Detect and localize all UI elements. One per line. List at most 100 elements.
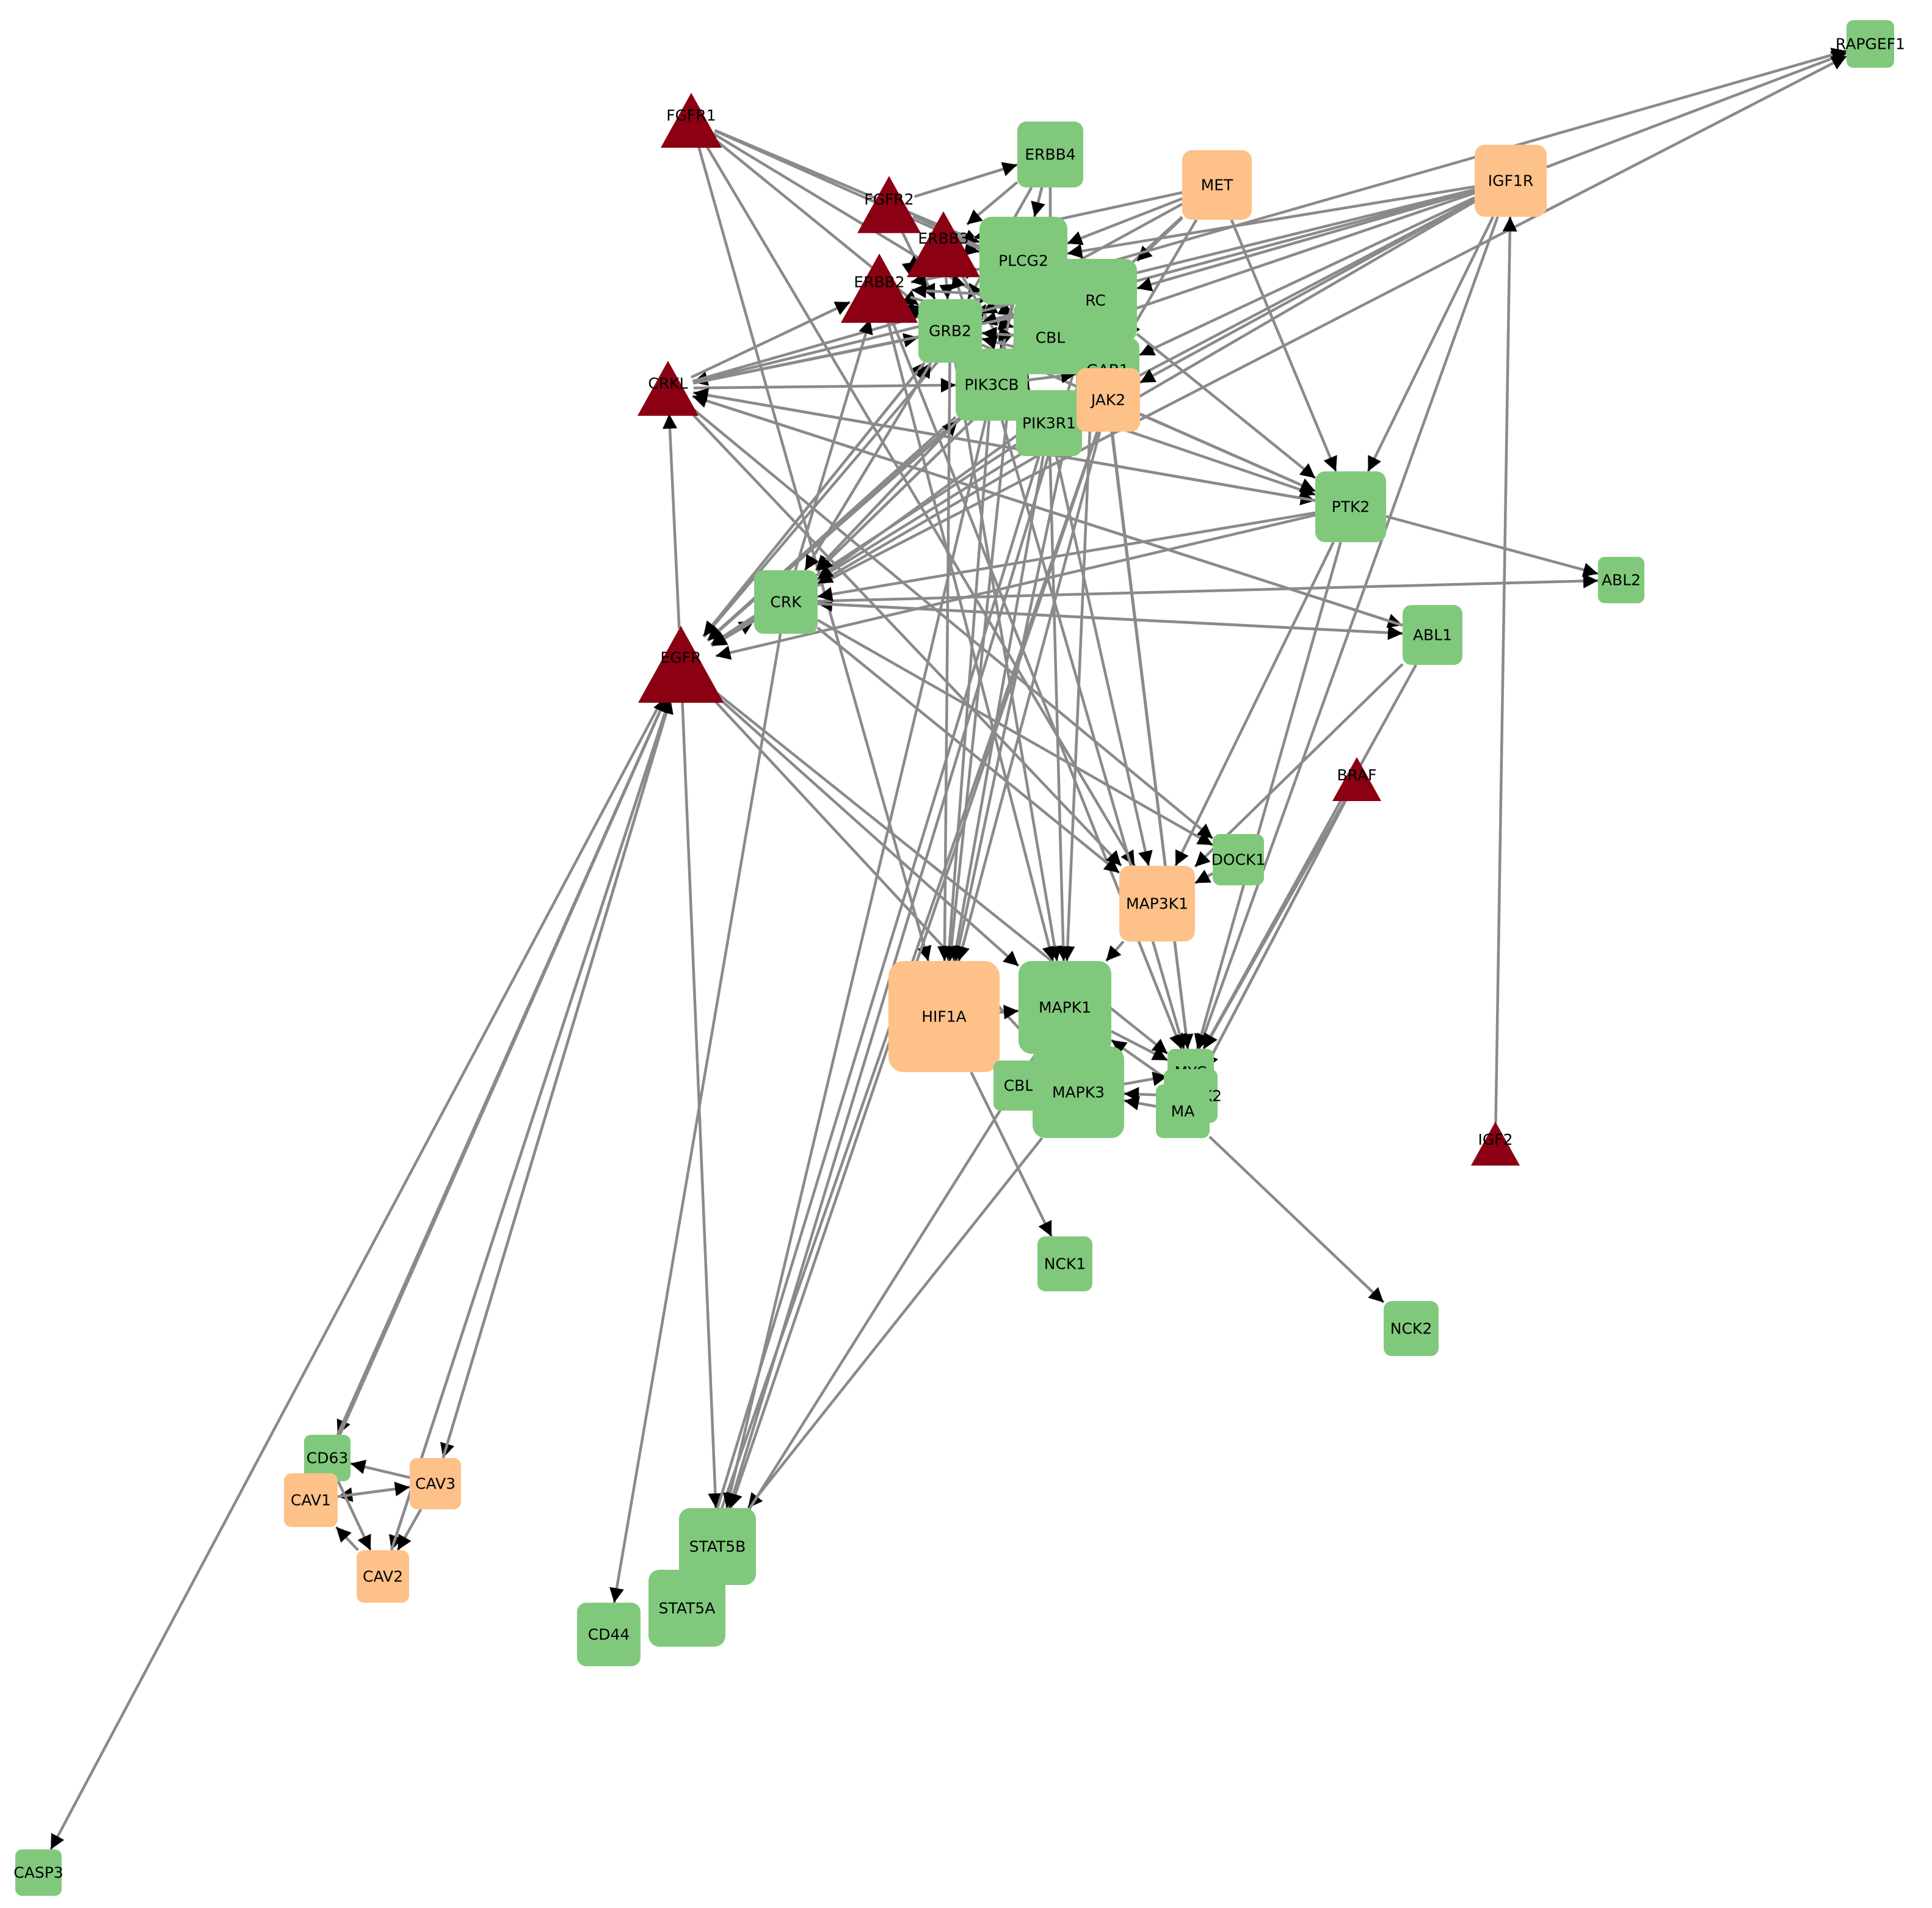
node-dock1[interactable]: DOCK1 xyxy=(1211,834,1266,885)
node-crkl[interactable]: CRKL xyxy=(637,361,699,416)
node-mapk3[interactable]: MAPK3 xyxy=(1033,1046,1124,1138)
square-node-shape xyxy=(1475,145,1547,217)
edge-erbb4-to-plcg2 xyxy=(1031,187,1045,217)
square-node-shape xyxy=(1119,866,1195,941)
node-cav3[interactable]: CAV3 xyxy=(410,1458,461,1509)
square-node-shape xyxy=(1014,301,1087,374)
node-map3k1[interactable]: MAP3K1 xyxy=(1119,866,1195,941)
node-label: CAV1 xyxy=(291,1492,331,1509)
node-label: ABL1 xyxy=(1413,626,1452,644)
node-label: STAT5A xyxy=(659,1600,716,1617)
node-stat5a[interactable]: STAT5A xyxy=(648,1570,725,1647)
edge-cbl-to-grb2 xyxy=(981,327,1014,342)
node-label: GRB2 xyxy=(929,322,971,340)
node-cav1[interactable]: CAV1 xyxy=(284,1473,338,1527)
node-casp3[interactable]: CASP3 xyxy=(13,1849,64,1896)
square-node-shape xyxy=(577,1603,641,1666)
node-label: MA xyxy=(1171,1103,1195,1120)
edge-ptk2-to-egfr xyxy=(715,513,1316,660)
edge-igf1r-to-myc xyxy=(1197,216,1499,1050)
edge-pik3r1-to-map3k1 xyxy=(1055,455,1153,866)
node-erbb2[interactable]: ERBB2 xyxy=(841,253,918,323)
node-label: CASP3 xyxy=(13,1864,63,1882)
edge-crk-to-cd44 xyxy=(609,633,782,1603)
node-met[interactable]: MET xyxy=(1182,150,1252,220)
edge-grb2-to-egfr xyxy=(702,361,926,637)
edge-map2k1-to-mapk3 xyxy=(1124,1096,1157,1111)
node-erbb4[interactable]: ERBB4 xyxy=(1017,122,1083,187)
node-label: HIF1A xyxy=(921,1008,967,1026)
edge-src-to-mapk1 xyxy=(1060,341,1095,962)
edge-igf2-to-igf1r xyxy=(1494,216,1517,1123)
node-mapk1[interactable]: MAPK1 xyxy=(1019,961,1111,1054)
edge-mapk1-to-myc xyxy=(1110,1030,1169,1062)
edge-egfr-to-crkl xyxy=(663,413,681,629)
edge-crk-to-abl1 xyxy=(817,602,1403,640)
square-node-shape xyxy=(1213,834,1264,885)
edge-braf-to-map2k2 xyxy=(1204,796,1349,1070)
edge-crkl-to-map3k1 xyxy=(685,405,1122,867)
edge-crkl-to-erbb2 xyxy=(691,300,851,379)
node-cblb[interactable]: CBL xyxy=(993,1061,1044,1111)
node-grb2[interactable]: GRB2 xyxy=(918,299,982,363)
edge-egfr-to-mapk1 xyxy=(706,687,1020,967)
node-label: FGFR2 xyxy=(864,190,913,208)
edge-pik3cb-to-myc xyxy=(1000,420,1187,1050)
edge-igf1r-to-crk xyxy=(816,200,1476,585)
node-map2k1[interactable]: MA xyxy=(1156,1084,1210,1138)
node-jak2[interactable]: JAK2 xyxy=(1077,368,1140,432)
edge-grb2-to-crk xyxy=(804,361,932,571)
node-igf1r[interactable]: IGF1R xyxy=(1475,145,1547,217)
edge-jak2-to-ptk2 xyxy=(1139,412,1316,493)
node-rapgef1[interactable]: RAPGEF1 xyxy=(1836,20,1905,68)
node-stat5b[interactable]: STAT5B xyxy=(679,1508,756,1585)
edge-igf1r-to-jak2 xyxy=(1139,199,1476,384)
node-label: ERBB3 xyxy=(918,230,968,247)
node-erbb3[interactable]: ERBB3 xyxy=(907,211,980,277)
node-egfr[interactable]: EGFR xyxy=(638,626,724,703)
node-fgfr1[interactable]: FGFR1 xyxy=(661,93,722,148)
node-abl1[interactable]: ABL1 xyxy=(1403,605,1462,665)
node-hif1a[interactable]: HIF1A xyxy=(888,961,1000,1072)
node-nck1[interactable]: NCK1 xyxy=(1037,1236,1092,1291)
node-abl2[interactable]: ABL2 xyxy=(1598,557,1644,603)
node-label: MET xyxy=(1201,176,1233,194)
edge-abl1-to-myc xyxy=(1202,664,1417,1050)
node-cbl[interactable]: CBL xyxy=(1014,301,1087,374)
square-node-shape xyxy=(979,217,1067,305)
node-cav2[interactable]: CAV2 xyxy=(357,1550,409,1603)
node-label: IGF2 xyxy=(1478,1131,1513,1148)
node-pik3r1[interactable]: PIK3R1 xyxy=(1016,390,1082,456)
edge-cav2-to-cav1 xyxy=(335,1526,360,1551)
node-crk[interactable]: CRK xyxy=(754,570,818,634)
node-label: CAV3 xyxy=(415,1475,456,1493)
node-igf2[interactable]: IGF2 xyxy=(1471,1122,1520,1166)
edge-map2k1-to-nck2 xyxy=(1208,1136,1385,1304)
node-label: RC xyxy=(1085,292,1106,310)
edge-igf1r-to-ptk2 xyxy=(1367,216,1495,472)
node-braf[interactable]: BRAF xyxy=(1332,757,1381,801)
node-label: CBL xyxy=(1004,1077,1034,1095)
node-cd44[interactable]: CD44 xyxy=(577,1603,641,1666)
node-pik3cb[interactable]: PIK3CB xyxy=(956,349,1028,421)
edge-erbb2-to-mapk1 xyxy=(886,319,1057,962)
edge-erbb4-to-erbb3 xyxy=(966,181,1019,226)
node-label: ERBB4 xyxy=(1025,146,1075,164)
node-plcg2[interactable]: PLCG2 xyxy=(979,217,1067,305)
edge-crk-to-erbb2 xyxy=(794,319,873,571)
node-label: EGFR xyxy=(661,648,702,666)
edge-igf1r-to-rapgef1 xyxy=(1546,51,1847,169)
square-node-shape xyxy=(1019,961,1111,1054)
node-label: NCK1 xyxy=(1044,1255,1086,1273)
node-label: CRKL xyxy=(648,375,688,393)
square-node-shape xyxy=(1315,471,1386,542)
node-nck2[interactable]: NCK2 xyxy=(1384,1301,1439,1356)
square-node-shape xyxy=(648,1570,725,1647)
node-fgfr2[interactable]: FGFR2 xyxy=(857,176,921,233)
node-ptk2[interactable]: PTK2 xyxy=(1315,471,1386,542)
triangle-node-shape xyxy=(857,176,921,233)
edge-igf1r-to-cbl xyxy=(1086,191,1475,328)
edge-crkl-to-pik3cb xyxy=(693,377,956,393)
node-cd63[interactable]: CD63 xyxy=(304,1435,350,1481)
